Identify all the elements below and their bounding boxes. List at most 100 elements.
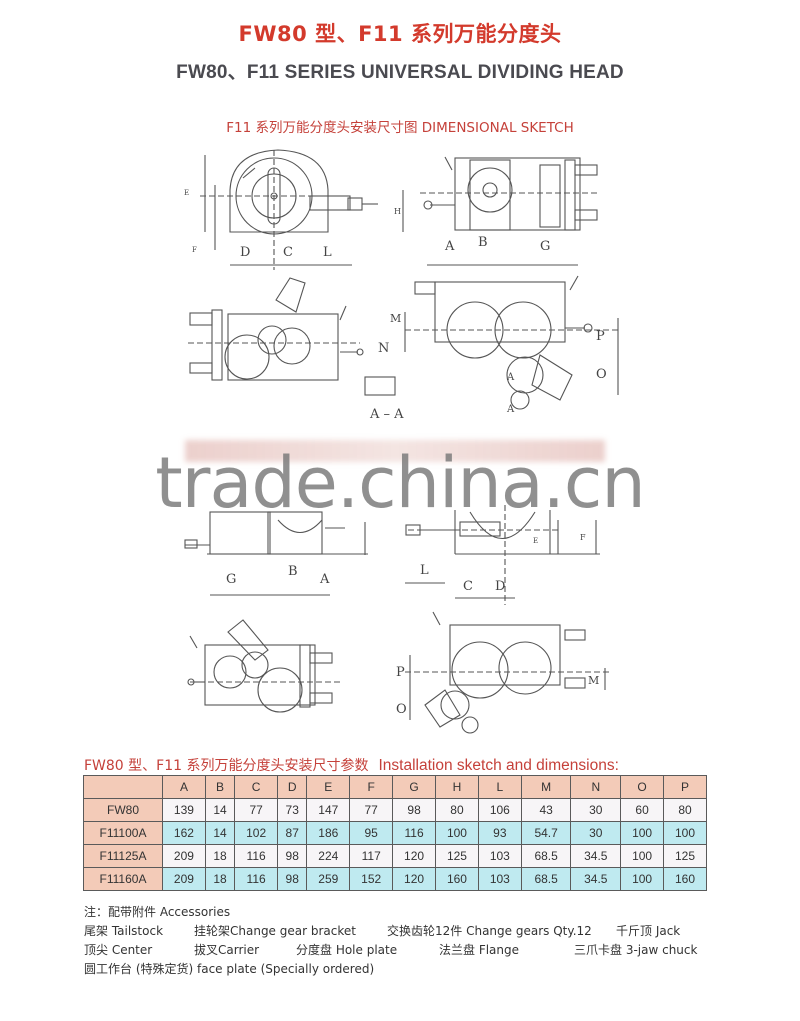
accessory-item: 千斤顶 Jack bbox=[616, 924, 681, 938]
svg-text:F: F bbox=[580, 533, 586, 542]
value-cell: 100 bbox=[620, 867, 665, 891]
col-header: E bbox=[306, 775, 351, 799]
value-cell: 147 bbox=[306, 798, 351, 822]
value-cell: 54.7 bbox=[520, 821, 572, 845]
col-header: B bbox=[204, 775, 236, 799]
accessory-item: 法兰盘 Flange bbox=[439, 943, 520, 957]
col-header: A bbox=[162, 775, 206, 799]
value-cell: 160 bbox=[435, 867, 479, 891]
accessory-item: 交换齿轮12件 Change gears Qty.12 bbox=[387, 924, 592, 938]
value-cell: 152 bbox=[349, 867, 394, 891]
value-cell: 209 bbox=[162, 867, 206, 891]
label-d: D bbox=[240, 245, 250, 260]
value-cell: 60 bbox=[620, 798, 665, 822]
label-m: M bbox=[390, 312, 401, 325]
svg-text:E: E bbox=[184, 189, 189, 197]
value-cell: 98 bbox=[277, 867, 308, 891]
label-p: P bbox=[596, 329, 605, 344]
top-view-lower-right-drawing: P O M bbox=[396, 611, 610, 734]
sketch-section-title: F11 系列万能分度头安装尺寸图 DIMENSIONAL SKETCH bbox=[226, 120, 574, 136]
value-cell: 103 bbox=[477, 844, 522, 868]
label-a-lower: A bbox=[319, 572, 330, 587]
value-cell: 43 bbox=[520, 798, 572, 822]
table-title-en: Installation sketch and dimensions: bbox=[378, 757, 619, 774]
value-cell: 209 bbox=[162, 844, 206, 868]
model-cell: F11125A bbox=[83, 844, 163, 868]
col-header: C bbox=[234, 775, 279, 799]
col-header: P bbox=[663, 775, 707, 799]
svg-text:A: A bbox=[506, 404, 515, 415]
label-a: A bbox=[444, 239, 455, 254]
label-m-lower: M bbox=[588, 674, 599, 687]
col-header: M bbox=[520, 775, 572, 799]
label-c-lower: C bbox=[463, 579, 473, 594]
value-cell: 224 bbox=[306, 844, 351, 868]
model-cell: FW80 bbox=[83, 798, 163, 822]
top-view-left-drawing: N A – A bbox=[188, 277, 404, 422]
top-view-right-drawing: M P O A A bbox=[390, 275, 620, 415]
accessory-item: 三爪卡盘 3-jaw chuck bbox=[574, 943, 698, 957]
svg-text:E: E bbox=[533, 537, 538, 545]
value-cell: 162 bbox=[162, 821, 206, 845]
value-cell: 68.5 bbox=[520, 844, 572, 868]
value-cell: 18 bbox=[204, 867, 236, 891]
label-g-lower: G bbox=[226, 572, 236, 587]
label-l: L bbox=[323, 245, 332, 260]
value-cell: 30 bbox=[570, 821, 622, 845]
label-b-lower: B bbox=[288, 564, 298, 579]
col-header: O bbox=[620, 775, 665, 799]
accessory-item: 拔叉Carrier bbox=[194, 943, 260, 957]
value-cell: 106 bbox=[477, 798, 522, 822]
side-view-drawing: A B G H bbox=[394, 156, 600, 266]
value-cell: 95 bbox=[349, 821, 394, 845]
value-cell: 125 bbox=[435, 844, 479, 868]
col-header: G bbox=[392, 775, 437, 799]
value-cell: 116 bbox=[234, 867, 279, 891]
value-cell: 102 bbox=[234, 821, 279, 845]
label-b: B bbox=[478, 235, 488, 250]
label-o-lower: O bbox=[396, 702, 407, 717]
label-l-lower: L bbox=[420, 563, 429, 578]
svg-text:A: A bbox=[506, 372, 515, 383]
value-cell: 87 bbox=[277, 821, 308, 845]
value-cell: 100 bbox=[620, 821, 665, 845]
value-cell: 116 bbox=[392, 821, 437, 845]
table-row: F11125A 209 18 116 98 224 117 120 125 10… bbox=[83, 844, 707, 868]
value-cell: 117 bbox=[349, 844, 394, 868]
model-cell: F11100A bbox=[83, 821, 163, 845]
accessory-item: 顶尖 Center bbox=[84, 943, 153, 957]
value-cell: 160 bbox=[663, 867, 707, 891]
value-cell: 77 bbox=[234, 798, 279, 822]
blurred-heading bbox=[185, 440, 605, 462]
col-header: H bbox=[435, 775, 479, 799]
accessory-item: 分度盘 Hole plate bbox=[296, 943, 398, 957]
value-cell: 259 bbox=[306, 867, 351, 891]
col-header: N bbox=[570, 775, 622, 799]
label-g: G bbox=[540, 239, 550, 254]
top-view-lower-left-drawing bbox=[187, 619, 340, 713]
dimensions-table: A B C D E F G H L M N O P FW80 139 14 77… bbox=[83, 775, 707, 891]
value-cell: 186 bbox=[306, 821, 351, 845]
accessory-item: 圆工作台 (特殊定货) face plate (Specially ordere… bbox=[84, 962, 375, 976]
notes-heading-text: 注：配带附件 Accessories bbox=[84, 905, 231, 919]
value-cell: 68.5 bbox=[520, 867, 572, 891]
page-title-cn: FW80 型、F11 系列万能分度头 bbox=[238, 22, 562, 46]
value-cell: 116 bbox=[234, 844, 279, 868]
svg-text:H: H bbox=[394, 207, 401, 216]
value-cell: 73 bbox=[277, 798, 308, 822]
table-row: F11100A 162 14 102 87 186 95 116 100 93 … bbox=[83, 821, 707, 845]
value-cell: 77 bbox=[349, 798, 394, 822]
col-header: F bbox=[349, 775, 394, 799]
value-cell: 103 bbox=[477, 867, 522, 891]
table-row: FW80 139 14 77 73 147 77 98 80 106 43 30… bbox=[83, 798, 707, 822]
value-cell: 30 bbox=[570, 798, 622, 822]
accessory-item: 挂轮架Change gear bracket bbox=[194, 924, 356, 938]
side-view-lower-left-drawing: G B A bbox=[184, 511, 368, 596]
value-cell: 125 bbox=[663, 844, 707, 868]
accessory-item: 尾架 Tailstock bbox=[84, 924, 164, 938]
dimensional-sketch-lower: G B A L C D E F bbox=[0, 500, 800, 750]
value-cell: 93 bbox=[477, 821, 522, 845]
front-view-lower-right-drawing: L C D E F bbox=[405, 505, 600, 605]
label-d-lower: D bbox=[495, 579, 505, 594]
